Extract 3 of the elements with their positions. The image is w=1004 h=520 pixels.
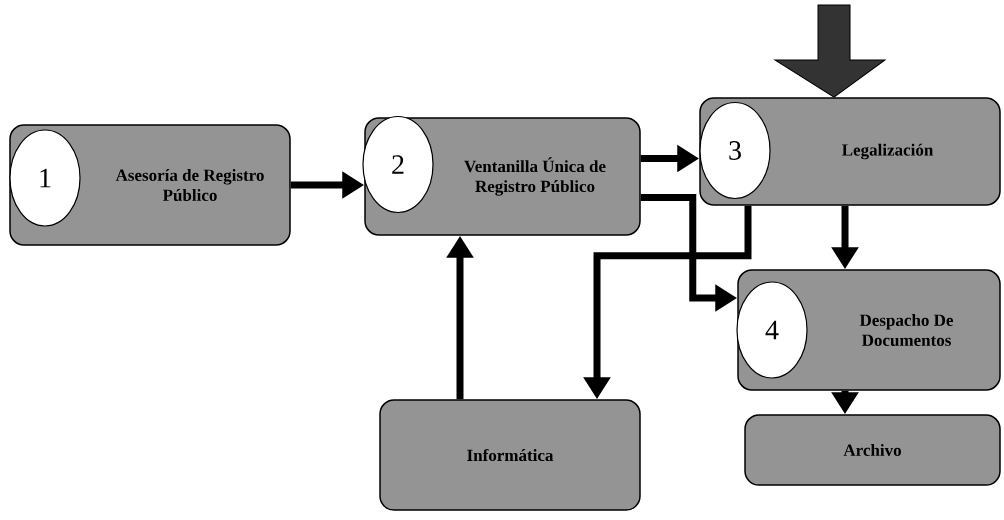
process-box: Informática <box>379 399 641 511</box>
block-arrow <box>774 4 886 98</box>
process-box: Archivo <box>744 414 1001 486</box>
